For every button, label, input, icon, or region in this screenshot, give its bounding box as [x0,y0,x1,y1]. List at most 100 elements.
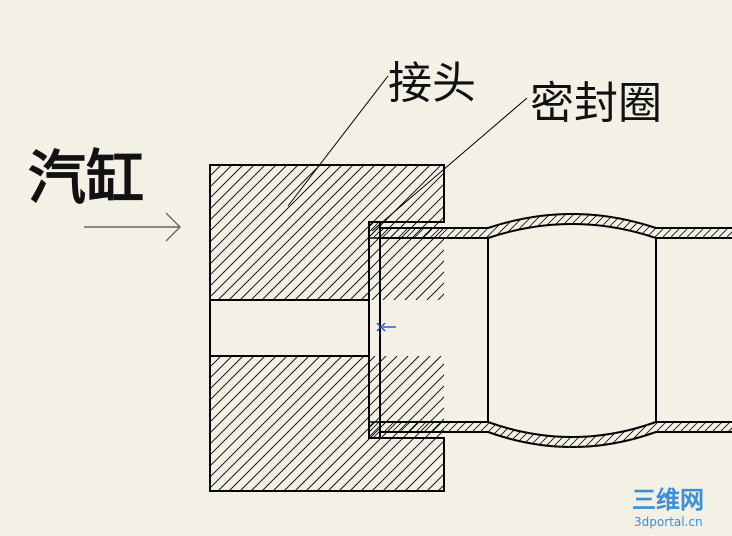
hatch-line [707,214,732,238]
hatch-line [401,422,445,447]
hatch-line [369,224,381,238]
hatch-line [409,422,453,447]
hatch-line [505,422,549,447]
hatch-line [721,422,732,447]
hatch-line [382,238,444,300]
hatch-line [547,214,589,238]
hatch-line [338,385,444,491]
hatch-line [210,165,277,232]
watermark-url: 3dportal.cn [634,515,703,529]
hatch-line [651,214,693,238]
hatch-line [210,356,266,412]
hatch-line [515,356,650,491]
fitting-label: 接头 [388,58,476,109]
hatch-line [210,356,299,445]
hatch-line [369,222,380,233]
hatch-line [515,165,650,300]
hatch-line [697,422,732,447]
hatch-line [691,214,732,238]
hatch-line [425,422,469,447]
hatch-line [559,356,694,491]
hatch-line [327,374,444,491]
hatch-line [210,356,288,434]
hatch-line [419,214,461,238]
hatch-line [210,165,321,276]
hatch-line [349,205,444,300]
hatch-line [380,214,381,238]
hatch-line [239,356,376,491]
hatch-line [493,356,628,491]
hatch-line [563,214,605,238]
tube-upper-wall-hatch [380,214,732,238]
hatch-line [349,396,444,491]
hatch-line [210,356,255,401]
hatch-line [570,356,705,491]
hatch-line [250,165,387,300]
hatch-line [210,356,233,379]
hatch-line [577,422,621,447]
hatch-line [383,222,399,238]
blue-cross-marker-icon [376,322,396,332]
hatch-line [426,282,444,300]
hatch-line [699,214,732,238]
hatch-line [283,356,420,491]
hatch-line [627,214,669,238]
hatch-line [369,422,375,428]
hatch-line [489,422,533,447]
hatch-line [504,356,639,491]
hatch-line [372,229,381,238]
hatch-line [283,165,420,300]
hatch-line [435,214,477,238]
hatch-line [526,356,661,491]
hatch-line [473,422,517,447]
hatch-line [681,422,725,447]
hatch-line [587,214,629,238]
hatch-line [675,214,717,238]
hatch-line [380,214,397,238]
hatch-line [553,422,597,447]
hatch-line [294,165,431,300]
hatch-line [250,356,387,491]
hatch-line [393,249,444,300]
hatch-line [294,356,431,491]
seal-label: 密封圈 [530,78,662,129]
fitting-lower-hatch [210,356,705,491]
hatch-line [683,214,725,238]
hatch-line [449,422,493,447]
hatch-line [369,424,381,438]
hatch-line [555,214,597,238]
hatch-line [210,356,332,478]
hatch-line [210,356,310,456]
hatch-line [380,422,413,447]
hatch-line [659,214,701,238]
tube-body [369,213,732,448]
hatch-line [369,422,380,433]
hatch-line [460,165,595,300]
hatch-line [210,356,343,489]
hatch-line [643,214,685,238]
arrow-right-icon [84,212,181,242]
hatch-line [451,214,493,238]
hatch-line [305,356,442,491]
hatch-line [261,165,398,300]
hatch-line [371,418,444,491]
hatch-line [689,422,732,447]
hatch-line [411,214,453,238]
hatch-line [531,214,573,238]
hatch-line [415,271,444,300]
hatch-line [369,222,370,223]
tube-lower-wall-hatch [380,422,732,447]
hatch-line [449,356,584,491]
hatch-line [217,165,354,300]
hatch-line [404,451,444,491]
hatch-line [571,214,613,238]
hatch-line [415,462,444,491]
hatch-line [657,422,701,447]
hatch-line [261,356,398,491]
hatch-line [372,429,381,438]
hatch-line [457,422,501,447]
hatch-line [515,214,557,238]
fitting-upper-hatch [210,165,650,300]
